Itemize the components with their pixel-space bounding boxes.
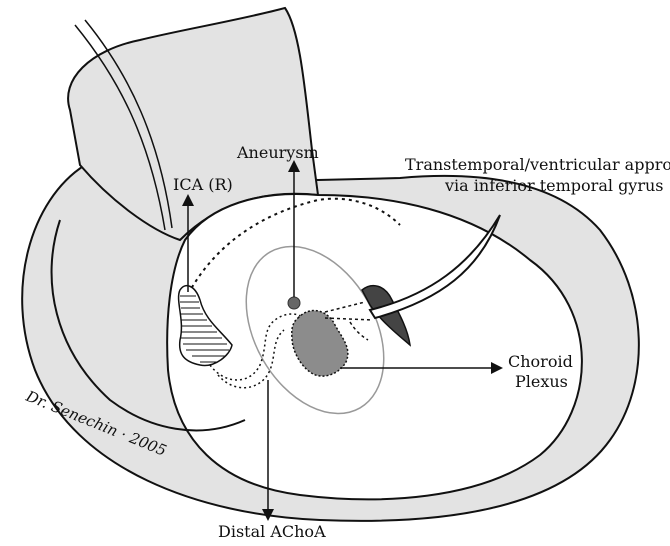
label-choroid-2: Plexus — [515, 372, 568, 391]
label-distal-achoa: Distal AChoA — [218, 522, 326, 541]
label-aneurysm: Aneurysm — [236, 143, 319, 162]
label-ica: ICA (R) — [173, 175, 233, 194]
label-approach-2: via inferior temporal gyrus — [444, 176, 664, 195]
aneurysm-dot — [288, 297, 300, 309]
label-approach-1: Transtemporal/ventricular approach — [405, 155, 670, 174]
label-choroid-1: Choroid — [508, 352, 573, 371]
